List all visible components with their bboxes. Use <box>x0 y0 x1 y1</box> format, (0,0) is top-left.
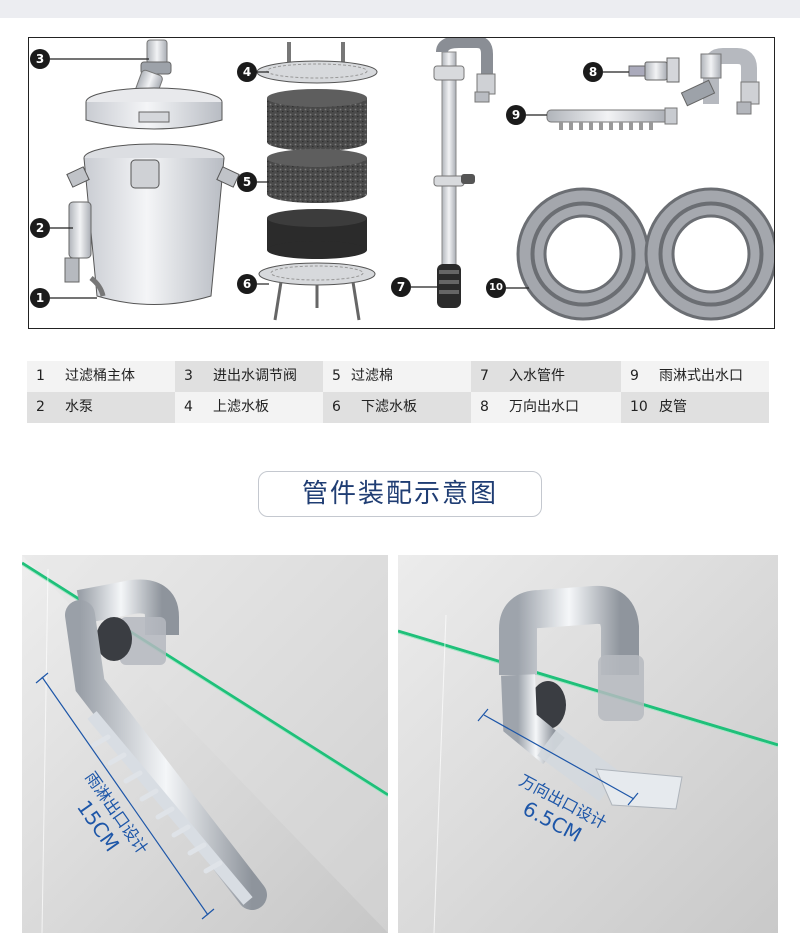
legend-number: 5 <box>332 368 341 384</box>
spray-outlet-illustration <box>22 555 388 933</box>
pump-part <box>64 201 106 297</box>
canister-lid <box>85 87 223 130</box>
legend-number: 4 <box>184 399 193 415</box>
hose-coils <box>516 187 778 321</box>
intake-pipe <box>433 36 496 308</box>
legend-item: 2 水泵 <box>27 392 175 423</box>
legend-item: 3 进出水调节阀 <box>175 361 323 392</box>
callout-7: 7 <box>391 277 411 297</box>
legend-label: 雨淋式出水口 <box>659 368 743 384</box>
legend-number: 2 <box>36 399 45 415</box>
callout-3: 3 <box>30 49 50 69</box>
legend-row: 1 过滤桶主体 3 进出水调节阀 5 过滤棉 7 入水管件 9 雨淋式出水口 <box>27 361 769 392</box>
legend-item: 1 过滤桶主体 <box>27 361 175 392</box>
upper-filter-plate <box>256 42 378 84</box>
universal-nozzle <box>628 57 680 83</box>
legend-number: 10 <box>630 399 648 415</box>
spray-bar <box>546 107 678 130</box>
legend-number: 6 <box>332 399 341 415</box>
canister-body <box>66 143 240 305</box>
legend-item: 10 皮管 <box>621 392 769 423</box>
legend-item: 4 上滤水板 <box>175 392 323 423</box>
legend-label: 万向出水口 <box>509 399 579 415</box>
universal-outlet-illustration <box>398 555 778 933</box>
callout-4: 4 <box>237 62 257 82</box>
top-band <box>0 0 800 18</box>
legend-label: 水泵 <box>65 399 93 415</box>
outlet-elbow <box>680 48 760 115</box>
callout-6: 6 <box>237 274 257 294</box>
filter-sponges <box>267 89 367 259</box>
lower-filter-plate <box>258 262 376 321</box>
parts-illustration <box>50 36 778 321</box>
legend-item: 9 雨淋式出水口 <box>621 361 769 392</box>
legend-item: 5 过滤棉 <box>323 361 471 392</box>
legend-item: 8 万向出水口 <box>471 392 621 423</box>
callout-8: 8 <box>583 62 603 82</box>
legend-label: 上滤水板 <box>213 399 269 415</box>
universal-outlet-photo: 万向出口设计 6.5CM <box>398 555 778 933</box>
parts-diagram: 3 2 1 4 5 6 7 8 9 10 <box>28 36 778 329</box>
legend-item: 7 入水管件 <box>471 361 621 392</box>
legend-item: 6 下滤水板 <box>323 392 471 423</box>
legend-label: 进出水调节阀 <box>213 368 297 384</box>
legend-label: 下滤水板 <box>361 399 417 415</box>
spray-outlet-photo: 雨淋出口设计 15CM <box>22 555 388 933</box>
legend-number: 8 <box>480 399 489 415</box>
legend-label: 过滤棉 <box>351 368 393 384</box>
callout-9: 9 <box>506 105 526 125</box>
valve-part <box>133 39 172 105</box>
legend-number: 9 <box>630 368 639 384</box>
legend-number: 3 <box>184 368 193 384</box>
legend-row: 2 水泵 4 上滤水板 6 下滤水板 8 万向出水口 10 皮管 <box>27 392 769 423</box>
section-title: 管件装配示意图 <box>258 471 542 517</box>
parts-legend: 1 过滤桶主体 3 进出水调节阀 5 过滤棉 7 入水管件 9 雨淋式出水口 2… <box>27 361 769 423</box>
legend-number: 1 <box>36 368 45 384</box>
callout-10: 10 <box>486 278 506 298</box>
legend-number: 7 <box>480 368 489 384</box>
callout-5: 5 <box>237 172 257 192</box>
legend-label: 皮管 <box>659 399 687 415</box>
callout-1: 1 <box>30 288 50 308</box>
callout-2: 2 <box>30 218 50 238</box>
legend-label: 过滤桶主体 <box>65 368 135 384</box>
legend-label: 入水管件 <box>509 368 565 384</box>
